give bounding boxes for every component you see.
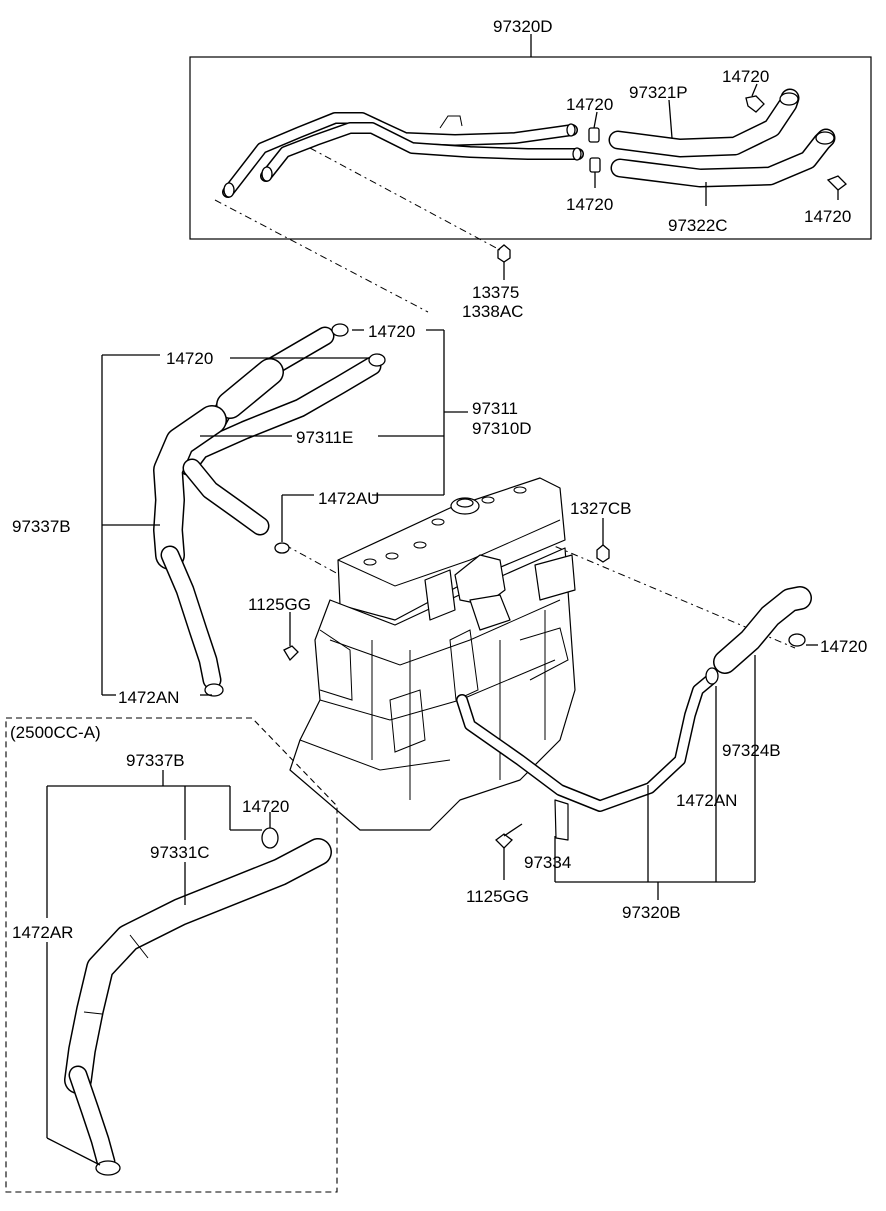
label-1125GG: 1125GG <box>248 595 311 614</box>
label-14720: 14720 <box>566 195 613 214</box>
label-97321P: 97321P <box>629 83 688 102</box>
bolt-1125GG <box>495 833 513 849</box>
label-14720: 14720 <box>804 207 851 226</box>
bracket-97334 <box>554 799 569 841</box>
label-97331C: 97331C <box>150 843 210 862</box>
label-97320D: 97320D <box>493 17 553 36</box>
engine-block <box>289 477 576 831</box>
label-1472AR: 1472AR <box>12 923 73 942</box>
hose-97311-group: 14720 14720 97311 97310D 97311E 1472AU 9… <box>12 322 532 707</box>
label-97311E: 97311E <box>296 428 353 447</box>
clamp-icon <box>95 1160 121 1176</box>
variant-box <box>5 717 338 1193</box>
label-97337B: 97337B <box>126 751 185 770</box>
label-1338AC: 1338AC <box>462 302 523 321</box>
label-13375: 13375 <box>472 283 519 302</box>
label-97324B: 97324B <box>722 741 781 760</box>
heater-pipe <box>222 112 584 198</box>
bolt-1125GG <box>283 645 299 662</box>
clamp-icon <box>788 633 806 647</box>
clamp-icon <box>204 683 224 697</box>
label-97320B: 97320B <box>622 903 681 922</box>
clamp-icon <box>588 95 847 191</box>
label-1472AN: 1472AN <box>118 688 179 707</box>
clamp-icon <box>368 353 386 367</box>
label-14720: 14720 <box>368 322 415 341</box>
clamp-icon <box>331 323 349 337</box>
label-1125GG: 1125GG <box>466 887 529 906</box>
variant-label: (2500CC-A) <box>10 723 101 742</box>
label-97322C: 97322C <box>668 216 728 235</box>
label-14720: 14720 <box>566 95 613 114</box>
label-1327CB: 1327CB <box>570 499 631 518</box>
label-14720: 14720 <box>242 797 289 816</box>
nut-13375: 13375 1338AC <box>462 244 523 321</box>
label-14720: 14720 <box>166 349 213 368</box>
construction-lines <box>214 147 796 649</box>
nut-1327CB <box>596 544 610 563</box>
hose-97321P <box>608 88 800 158</box>
heater-pipe-assembly-group: 97320D 14720 14720 97321P 14720 97322C 1… <box>189 17 872 240</box>
label-97337B: 97337B <box>12 517 71 536</box>
hose-97320B-group: 1327CB 1125GG 14720 97324B 1472AN 97334 … <box>248 499 867 922</box>
label-1472AU: 1472AU <box>318 489 379 508</box>
hose-97322C <box>610 128 836 188</box>
label-14720: 14720 <box>820 637 867 656</box>
variant-2500cc-group: (2500CC-A) 97337B 14720 97331C 1472AR <box>5 717 338 1193</box>
label-14720: 14720 <box>722 67 769 86</box>
label-97334: 97334 <box>524 853 571 872</box>
clamp-icon <box>274 542 290 554</box>
label-1472AN: 1472AN <box>676 791 737 810</box>
label-97310D: 97310D <box>472 419 532 438</box>
clamp-icon <box>261 827 279 849</box>
label-97311: 97311 <box>472 399 518 418</box>
